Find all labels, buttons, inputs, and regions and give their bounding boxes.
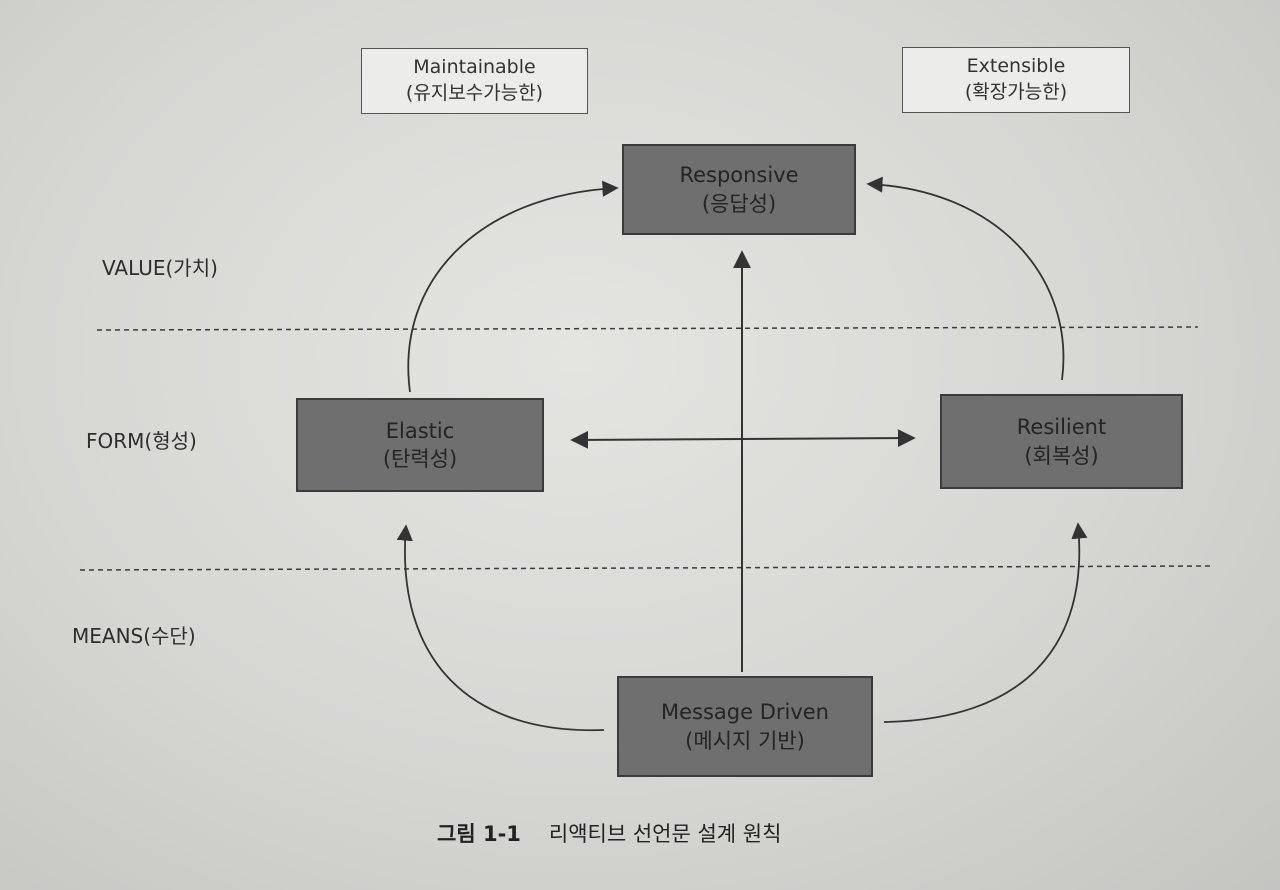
extensible-box: Extensible (확장가능한) — [902, 47, 1130, 113]
elastic-resilient-arrow — [570, 429, 916, 449]
form-means-divider — [79, 565, 1213, 571]
message-driven-box: Message Driven (메시지 기반) — [617, 676, 873, 777]
message-driven-label-ko: (메시지 기반) — [685, 728, 805, 753]
value-layer-label: VALUE(가치) — [102, 256, 218, 280]
message-driven-label: Message Driven — [660, 700, 829, 725]
figure-title: 리액티브 선언문 설계 원칙 — [548, 822, 782, 846]
figure-caption: 그림 1-1 리액티브 선언문 설계 원칙 — [437, 818, 781, 848]
message-to-resilient-arrow — [883, 522, 1088, 723]
extensible-label: Extensible — [966, 55, 1066, 78]
elastic-label-ko: (탄력성) — [382, 447, 458, 471]
maintainable-label: Maintainable — [413, 56, 536, 79]
responsive-label-ko: (응답성) — [701, 191, 777, 216]
elastic-box: Elastic (탄력성) — [296, 398, 544, 492]
extensible-label-ko: (확장가능한) — [964, 81, 1068, 103]
value-form-divider — [96, 326, 1199, 331]
resilient-to-responsive-arrow — [866, 176, 1065, 381]
elastic-label: Elastic — [385, 418, 455, 443]
resilient-label-ko: (회복성) — [1024, 443, 1099, 468]
figure-number: 그림 1-1 — [437, 822, 521, 846]
resilient-box: Resilient (회복성) — [940, 394, 1183, 489]
maintainable-label-ko: (유지보수가능한) — [405, 82, 544, 104]
resilient-label: Resilient — [1016, 415, 1107, 440]
elastic-to-responsive-arrow — [407, 180, 619, 393]
message-to-elastic-arrow — [396, 524, 605, 732]
responsive-label: Responsive — [679, 163, 799, 188]
maintainable-box: Maintainable (유지보수가능한) — [361, 48, 588, 114]
responsive-box: Responsive (응답성) — [622, 144, 856, 235]
form-layer-label: FORM(형성) — [86, 429, 197, 453]
means-layer-label: MEANS(수단) — [72, 624, 196, 648]
